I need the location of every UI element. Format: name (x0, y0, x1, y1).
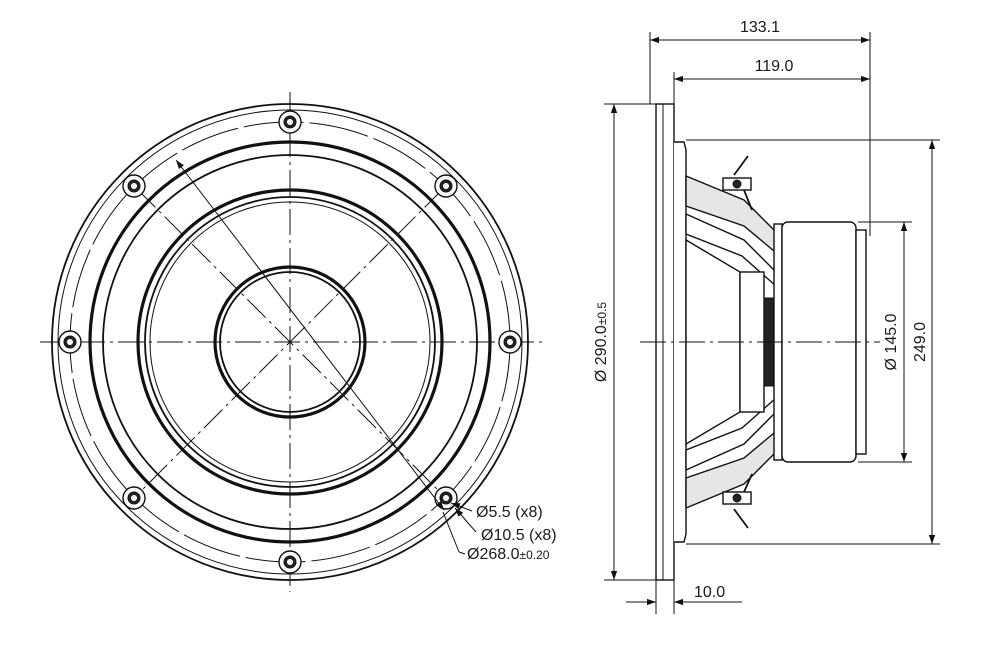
leader-hole-large (454, 507, 477, 533)
label-outer-diameter-value: Ø 290.0 (593, 325, 610, 382)
front-view: Ø5.5 (x8) Ø10.5 (x8) Ø268.0±0.20 (40, 92, 557, 592)
mounting-hole-icon (434, 174, 458, 198)
mounting-hole-icon (278, 110, 302, 134)
leader-bolt-circle-b (458, 551, 466, 555)
label-bolt-circle-tolerance: ±0.20 (519, 548, 549, 562)
bolt-circle-diameter-line (175, 159, 445, 511)
label-frame-height: 249.0 (912, 322, 929, 362)
terminal-lower (722, 473, 753, 529)
leader-bolt-circle-a (442, 511, 460, 553)
mounting-hole-icon (434, 486, 458, 510)
mounting-hole-icon (278, 550, 302, 574)
label-mount-depth: 119.0 (755, 58, 794, 75)
mounting-hole-icon (122, 174, 146, 198)
mounting-hole-icon (122, 486, 146, 510)
terminal-upper (722, 155, 753, 211)
label-flange-thickness: 10.0 (694, 584, 725, 601)
mounting-hole-icon (58, 330, 82, 354)
mounting-hole-icon (498, 330, 522, 354)
label-bolt-circle: Ø268.0±0.20 (467, 546, 550, 563)
label-bolt-circle-value: Ø268.0 (467, 546, 520, 563)
leader-hole-small (450, 502, 473, 512)
label-magnet-diameter: Ø 145.0 (883, 313, 900, 370)
label-outer-diameter-tolerance: ±0.5 (595, 302, 609, 326)
side-view: 133.1 119.0 Ø 290.0±0.5 249.0 Ø 145.0 10… (593, 19, 940, 614)
label-outer-diameter: Ø 290.0±0.5 (593, 302, 610, 383)
label-hole-small: Ø5.5 (x8) (476, 504, 543, 521)
label-hole-large: Ø10.5 (x8) (481, 527, 557, 544)
label-overall-depth: 133.1 (740, 19, 780, 36)
